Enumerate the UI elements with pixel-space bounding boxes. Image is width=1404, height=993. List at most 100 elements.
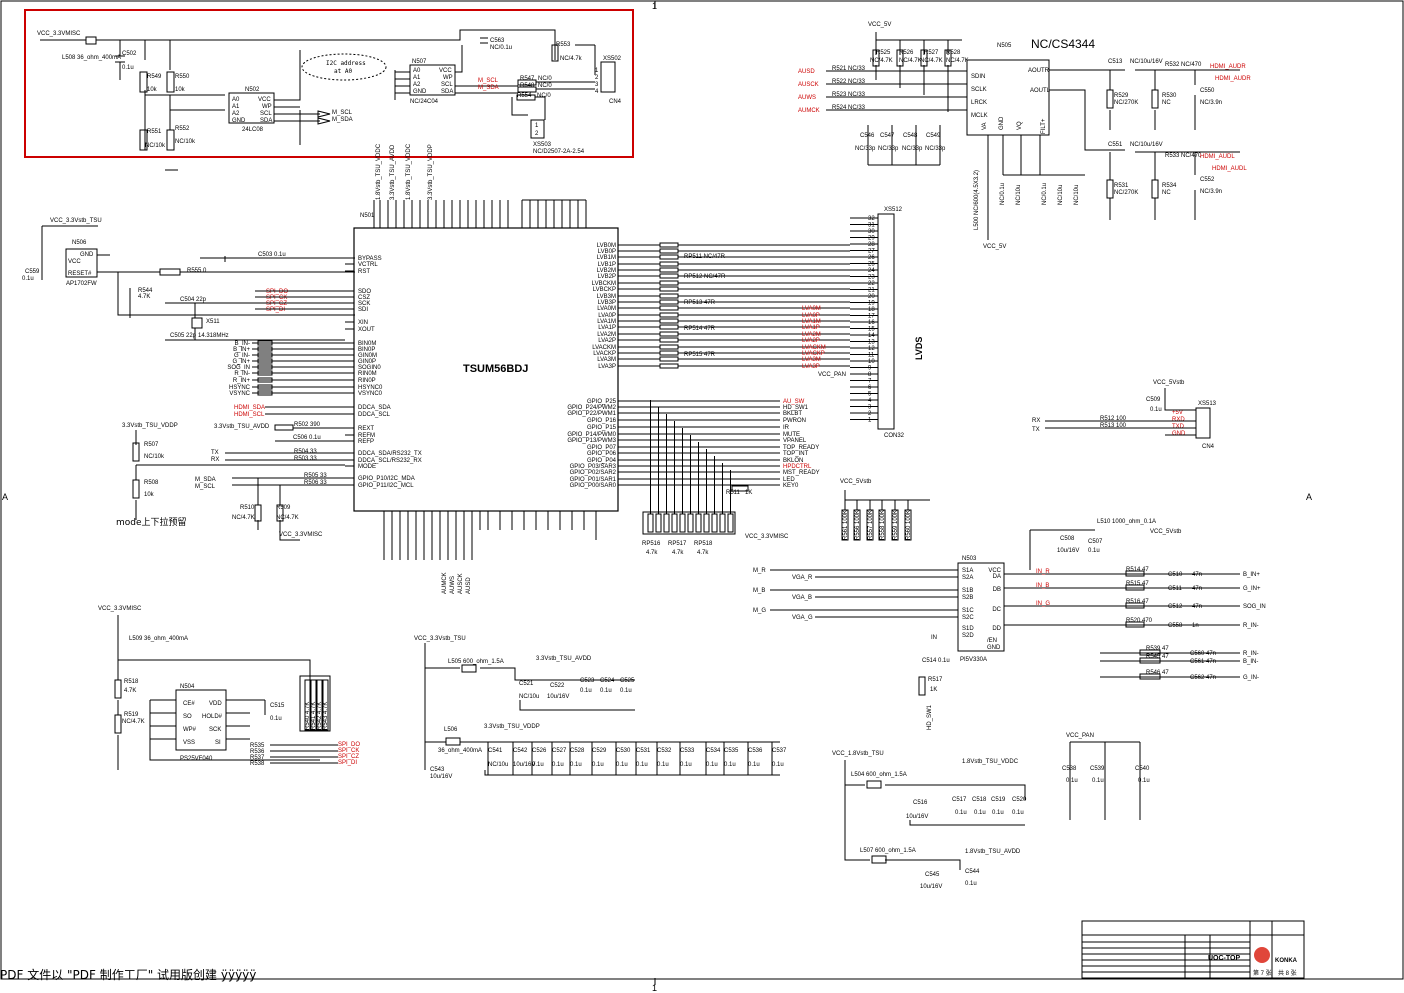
main-pin-left: GIN0P xyxy=(358,359,376,365)
net-label-vcc-misc-2: VCC_3.3VMISC xyxy=(98,606,142,612)
main-pin-left: SDI xyxy=(358,307,368,313)
svg-text:R508: R508 xyxy=(144,480,159,486)
net-label-vddp-1: 3.3Vstb_TSU_VDDP xyxy=(122,423,178,429)
svg-text:WP#: WP# xyxy=(183,727,197,733)
signal-rgb: G_IN+ xyxy=(232,359,250,365)
net-audio: AUSD xyxy=(798,69,815,75)
svg-text:3: 3 xyxy=(595,82,599,88)
main-pin-right: LVA3M xyxy=(597,357,616,363)
main-pin-left: XOUT xyxy=(358,327,375,333)
svg-text:R528: R528 xyxy=(946,50,961,56)
svg-text:R543 4.7K: R543 4.7K xyxy=(323,702,329,730)
svg-text:R518: R518 xyxy=(124,679,139,685)
svg-text:GND: GND xyxy=(80,252,94,258)
chip-ap1702fw-part: AP1702FW xyxy=(66,281,97,287)
signal-rgb: G_IN- xyxy=(234,353,250,359)
svg-text:R536: R536 xyxy=(250,749,265,755)
svg-text:NC/4.7K: NC/4.7K xyxy=(870,58,893,64)
svg-text:A1: A1 xyxy=(232,104,240,110)
main-pin-right: LVB3P xyxy=(598,300,616,306)
rpack-513: RP513 47R xyxy=(684,300,716,306)
main-pin-right: LVA1P xyxy=(598,325,616,331)
svg-text:C539: C539 xyxy=(1090,766,1105,772)
svg-text:S2A: S2A xyxy=(962,575,973,581)
svg-text:GND: GND xyxy=(413,89,427,95)
svg-text:NC/4.7K: NC/4.7K xyxy=(899,58,922,64)
svg-text:R554: R554 xyxy=(517,93,532,99)
svg-text:NC/0: NC/0 xyxy=(538,76,552,82)
svg-text:C508: C508 xyxy=(1060,536,1075,542)
svg-text:C509: C509 xyxy=(1146,397,1161,403)
main-pin-right: LVBCKM xyxy=(592,281,616,287)
svg-text:SO: SO xyxy=(183,714,192,720)
main-pin-left: SCK xyxy=(358,301,370,307)
rpack-512: RP512 NC/47R xyxy=(684,274,726,280)
signal-rgb: B_IN+ xyxy=(233,347,250,353)
svg-text:GND: GND xyxy=(999,116,1005,130)
svg-text:C505 22p: C505 22p xyxy=(170,333,197,339)
svg-text:23: 23 xyxy=(868,275,875,281)
net-hdmi-audl: HDMI_AUDL xyxy=(1212,166,1247,172)
svg-text:R514 47: R514 47 xyxy=(1126,567,1149,573)
svg-text:C524: C524 xyxy=(600,678,615,684)
svg-text:R540 4.7K: R540 4.7K xyxy=(305,702,311,730)
svg-text:R541 4.7K: R541 4.7K xyxy=(311,702,317,730)
crystal-freq: 14.318MHz xyxy=(198,333,229,339)
svg-text:S1B: S1B xyxy=(962,588,973,594)
svg-text:C512: C512 xyxy=(1168,604,1183,610)
net-label-vddp: 3.3Vstb_TSU_VDDP xyxy=(484,724,540,730)
svg-text:17: 17 xyxy=(868,314,875,320)
svg-text:0.1u: 0.1u xyxy=(580,688,592,694)
svg-text:R533 NC/470: R533 NC/470 xyxy=(1165,153,1202,159)
svg-text:0.1u: 0.1u xyxy=(724,762,736,768)
svg-text:IN_G: IN_G xyxy=(1036,601,1050,607)
eeprom-section-box xyxy=(24,9,634,158)
svg-text:WP: WP xyxy=(443,75,453,81)
net-gpio: PWRON xyxy=(783,418,806,424)
svg-text:VCC: VCC xyxy=(439,68,452,74)
signal-rgb: VSYNC xyxy=(229,391,250,397)
svg-text:C503 0.1u: C503 0.1u xyxy=(258,252,286,258)
svg-text:R534: R534 xyxy=(1162,183,1177,189)
main-pin-left: RIN0P xyxy=(358,378,376,384)
svg-text:VCC: VCC xyxy=(68,259,81,265)
svg-text:NC/10k: NC/10k xyxy=(175,139,196,145)
svg-text:R539 47: R539 47 xyxy=(1146,646,1169,652)
net-m-scl-1: M_SCL xyxy=(332,110,353,116)
svg-text:VCC: VCC xyxy=(988,568,1001,574)
svg-text:TX: TX xyxy=(1032,427,1040,433)
svg-text:IN: IN xyxy=(931,635,937,641)
net-lvds: LVA0M xyxy=(802,306,821,312)
main-pin-right: LVA0P xyxy=(598,313,616,319)
ferrite-l510: L510 1000_ohm_0.1A xyxy=(1097,519,1156,525)
i2c-note-line1: I2C address xyxy=(326,60,366,67)
net-vga-out: R_IN- xyxy=(1243,623,1259,629)
svg-text:C514 0.1u: C514 0.1u xyxy=(922,658,950,664)
connector-xs513-part: CN4 xyxy=(1202,444,1215,450)
svg-text:R529: R529 xyxy=(1114,93,1129,99)
svg-text:AOUTR: AOUTR xyxy=(1028,68,1050,74)
crystal-x511 xyxy=(191,317,203,329)
zone-mark-bottom: 1 xyxy=(652,983,657,993)
main-pin-right: GPIO_P01/SAR1 xyxy=(570,477,617,483)
svg-text:R537: R537 xyxy=(250,755,265,761)
svg-text:0.1u: 0.1u xyxy=(955,810,967,816)
svg-text:TXD: TXD xyxy=(1172,424,1185,430)
svg-text:R522 NC/33: R522 NC/33 xyxy=(832,79,866,85)
chip-tsum56bdj xyxy=(353,227,619,512)
svg-text:HDMI_SCL: HDMI_SCL xyxy=(234,412,265,418)
svg-text:R558 100K: R558 100K xyxy=(880,510,886,540)
svg-text:NC/4.7k: NC/4.7k xyxy=(560,56,583,62)
svg-text:C520: C520 xyxy=(1012,797,1027,803)
net-vga: VGA_G xyxy=(792,615,813,621)
main-pin-right: LVBCKP xyxy=(593,287,616,293)
svg-text:C526: C526 xyxy=(532,748,547,754)
signal-rgb: R_IN- xyxy=(234,371,250,377)
net-lvds: LVA0P xyxy=(802,313,820,319)
svg-text:AUMCK: AUMCK xyxy=(442,572,448,594)
main-pin-right: LVACKM xyxy=(592,345,616,351)
svg-text:HOLD#: HOLD# xyxy=(202,714,223,720)
svg-text:C563: C563 xyxy=(490,38,505,44)
svg-text:0.1u: 0.1u xyxy=(1150,407,1162,413)
net-lvds: LVA1P xyxy=(802,325,820,331)
